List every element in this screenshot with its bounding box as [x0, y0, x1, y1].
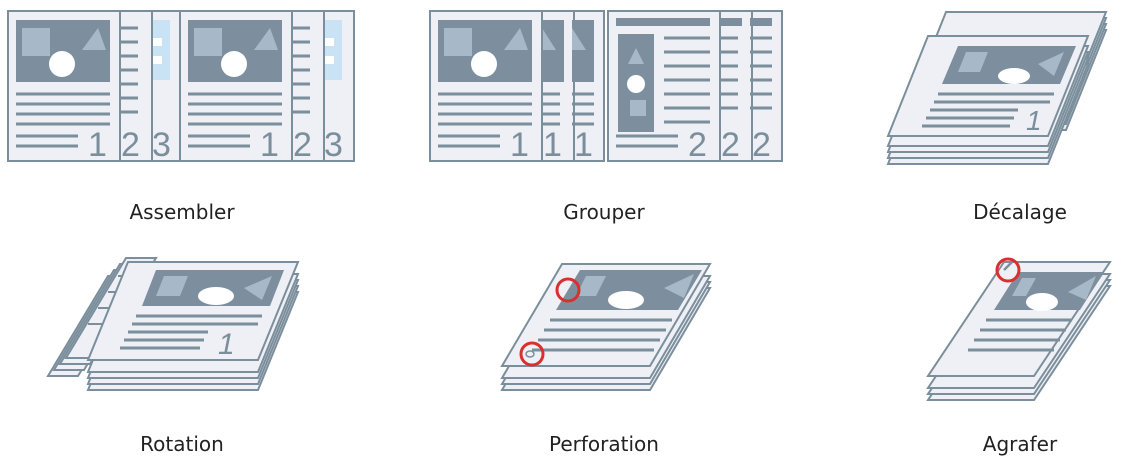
collate-icon: 1 2 3 1 2 3	[7, 10, 355, 164]
page-number: 2	[721, 126, 740, 164]
page-number: 1	[574, 126, 593, 164]
group-set-1: 1 1 1	[429, 10, 605, 164]
page-number: 1	[543, 126, 562, 164]
group-set-2: 2 2 2	[607, 10, 783, 164]
hole-highlight-circle	[555, 277, 581, 303]
hole-punch-icon	[500, 263, 712, 391]
page-number: 1	[88, 126, 107, 164]
page-number: 2	[688, 126, 707, 164]
collate-set-2: 1 2 3	[179, 10, 355, 164]
group-label: Grouper	[563, 200, 645, 224]
rotate-icon: 1	[47, 257, 300, 391]
page-number: 1	[218, 328, 235, 361]
page-number: 2	[752, 126, 771, 164]
collate-label: Assembler	[129, 200, 235, 224]
offset-label: Décalage	[973, 200, 1067, 224]
staple-icon	[926, 257, 1112, 401]
group-icon: 1 1 1 2 2 2	[429, 10, 783, 164]
page-number: 1	[510, 126, 529, 164]
staple-highlight-circle	[995, 257, 1021, 283]
hole-highlight-circle	[519, 341, 545, 367]
page-number: 3	[324, 126, 343, 164]
page-number: 2	[293, 126, 312, 164]
page-number: 1	[260, 126, 279, 164]
rotate-label: Rotation	[140, 432, 224, 456]
staple-label: Agrafer	[982, 432, 1058, 456]
collate-set-1: 1 2 3	[7, 10, 183, 164]
page-number: 3	[152, 126, 171, 164]
page-number: 2	[121, 126, 140, 164]
offset-icon: 1	[886, 11, 1107, 165]
hole-punch-label: Perforation	[549, 432, 659, 456]
